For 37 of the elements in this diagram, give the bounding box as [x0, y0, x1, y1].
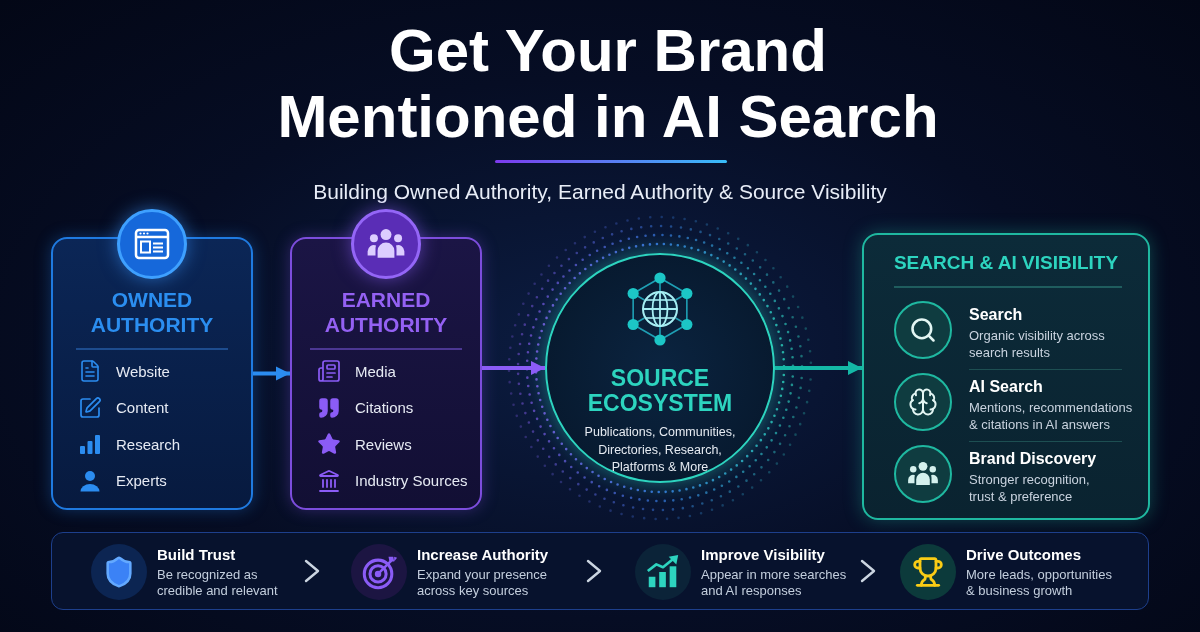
circle-description: Publications, Communities, Directories, Research, Platforms & More	[583, 424, 737, 476]
list-item-label: Citations	[355, 398, 414, 418]
chevron-arrow	[860, 559, 876, 583]
list-item-label: Website	[116, 361, 170, 381]
list-item-label: Content	[116, 398, 169, 418]
item-description: Mentions, recommendations & citations in AI answers	[969, 399, 1134, 433]
arrow	[775, 361, 862, 375]
arrow	[482, 361, 545, 375]
chevron-arrow	[586, 559, 602, 583]
item-title: AI Search	[969, 377, 1043, 397]
page-title: Get Your Brand Mentioned in AI Search	[276, 18, 940, 150]
arrow	[253, 366, 290, 381]
list-item-label: Reviews	[355, 434, 412, 454]
card-title: EARNED AUTHORITY	[323, 287, 449, 337]
item-description: Stronger recognition, trust & preference	[969, 471, 1091, 505]
step-title: Improve Visibility	[701, 545, 826, 564]
list-item-label: Industry Sources	[355, 471, 468, 491]
circle-title: SOURCE ECOSYSTEM	[586, 366, 734, 416]
summary-band	[51, 532, 1149, 610]
chevron-arrow	[304, 559, 320, 583]
step-description: Appear in more searches and AI responses	[701, 567, 848, 599]
step-description: Expand your presence across key sources	[417, 567, 549, 599]
list-item-label: Experts	[116, 471, 167, 491]
item-title: Search	[969, 305, 1023, 325]
step-description: Be recognized as credible and relevant	[157, 567, 279, 599]
step-title: Increase Authority	[417, 545, 550, 564]
step-title: Drive Outcomes	[966, 545, 1083, 564]
panel-title: SEARCH & AI VISIBILITY	[892, 251, 1120, 275]
list-item-label: Media	[355, 361, 396, 381]
item-title: Brand Discovery	[969, 449, 1097, 469]
visibility-panel	[862, 233, 1150, 520]
step-description: More leads, opportunities & business growth	[966, 567, 1113, 599]
card-title: OWNED AUTHORITY	[89, 287, 215, 337]
list-item-label: Research	[116, 434, 181, 454]
item-description: Organic visibility across search results	[969, 327, 1106, 361]
subtitle: Building Owned Authority, Earned Authority & Source Visibility	[313, 179, 887, 205]
step-title: Build Trust	[157, 545, 237, 564]
